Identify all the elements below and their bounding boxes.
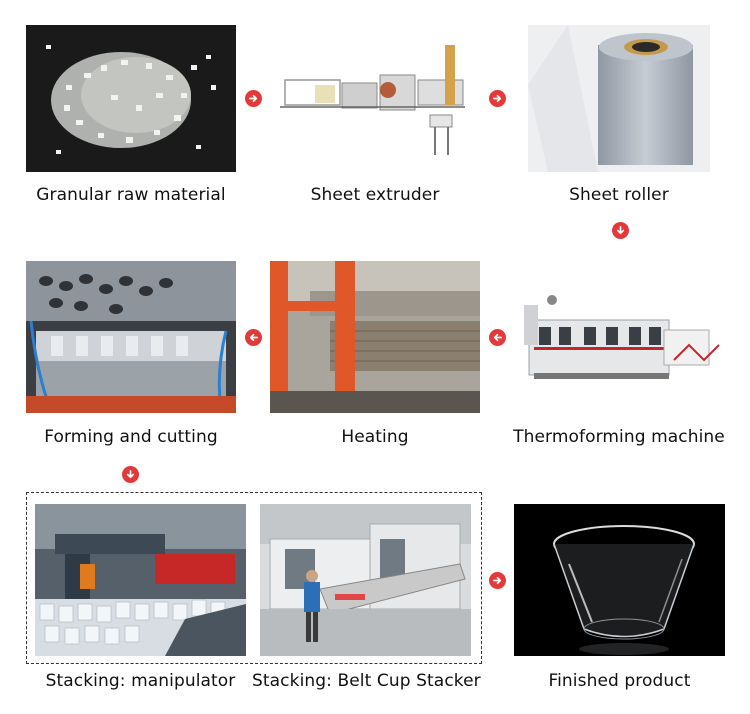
arrow-down-icon	[122, 466, 139, 483]
caption-forming-and-cutting: Forming and cutting	[44, 427, 218, 447]
stacking-manipulator-photo	[35, 504, 246, 656]
caption-finished-product: Finished product	[548, 671, 691, 691]
forming-and-cutting-photo	[26, 261, 236, 413]
finished-product-photo	[514, 504, 725, 656]
stacking-belt-cup-stacker-photo	[260, 504, 471, 656]
granular-raw-material-photo	[26, 25, 236, 172]
arrow-right-icon	[489, 90, 506, 107]
sheet-roller-photo	[528, 25, 710, 172]
caption-stacking-belt-cup-stacker: Stacking: Belt Cup Stacker	[252, 671, 481, 691]
thermoforming-machine-photo	[514, 285, 726, 385]
arrow-right-icon	[489, 572, 506, 589]
caption-sheet-roller: Sheet roller	[569, 185, 669, 205]
caption-stacking-manipulator: Stacking: manipulator	[45, 671, 236, 691]
caption-granular-raw-material: Granular raw material	[36, 185, 226, 205]
arrow-right-icon	[245, 90, 262, 107]
caption-sheet-extruder: Sheet extruder	[310, 185, 440, 205]
stacking-group-frame	[26, 492, 482, 664]
caption-thermoforming-machine: Thermoforming machine	[513, 427, 725, 447]
arrow-down-icon	[612, 222, 629, 239]
heating-photo	[270, 261, 480, 413]
arrow-left-icon	[489, 329, 506, 346]
sheet-extruder-photo	[270, 25, 480, 172]
caption-heating: Heating	[341, 427, 409, 447]
arrow-left-icon	[245, 329, 262, 346]
